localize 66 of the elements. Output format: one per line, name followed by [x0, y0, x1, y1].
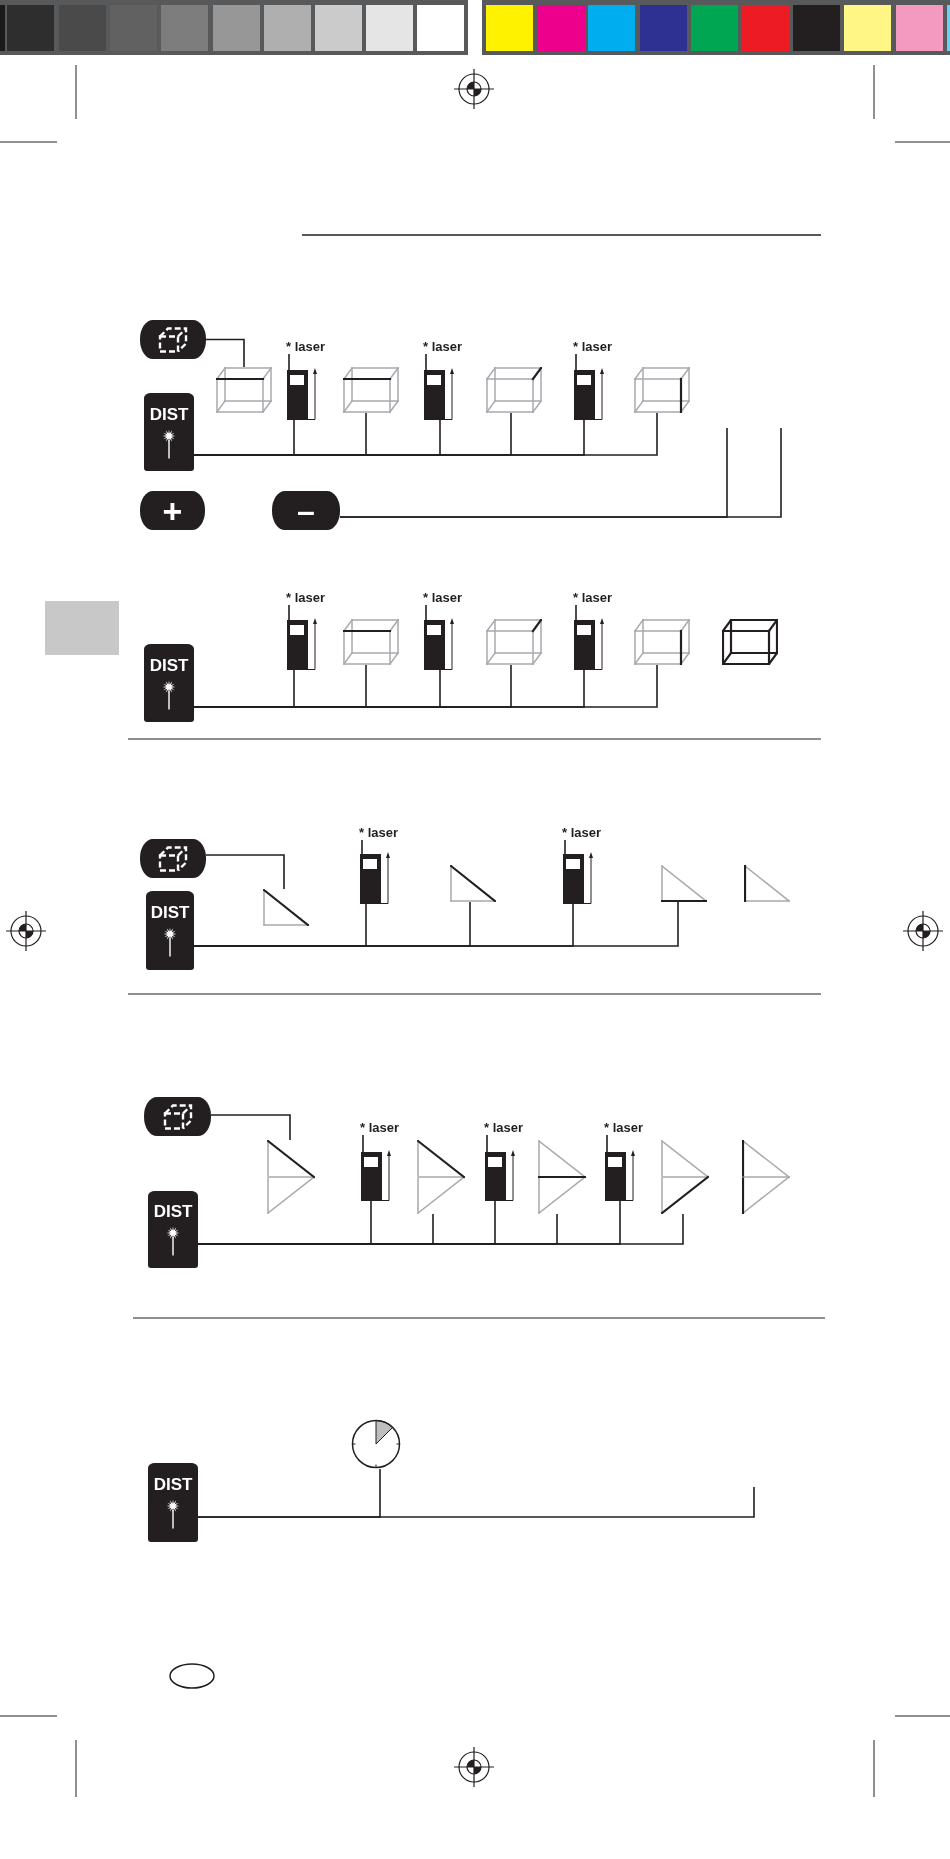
- leader-line: [575, 353, 577, 371]
- keypad-button: [144, 1097, 211, 1136]
- leader-line: [425, 353, 427, 371]
- device-with-arrow-icon: [287, 368, 318, 420]
- triangle-icon: [661, 865, 707, 902]
- laser-label: * laser: [604, 1120, 644, 1135]
- leader-line: [606, 1134, 608, 1153]
- wireframe-cube-icon: [486, 367, 542, 413]
- triangle-pair-icon: [538, 1140, 586, 1214]
- triangle-pair-icon: [661, 1140, 709, 1214]
- leader-line: [361, 839, 363, 855]
- keypad-button: +: [140, 491, 205, 530]
- laser-label: * laser: [359, 825, 399, 840]
- keypad-button: DIST: [148, 1463, 198, 1542]
- laser-label: * laser: [423, 339, 463, 354]
- wireframe-cube-icon: [486, 619, 542, 665]
- wireframe-cube-icon: [343, 619, 399, 665]
- laser-label: * laser: [286, 590, 326, 605]
- device-with-arrow-icon: [563, 852, 594, 904]
- wireframe-cube-icon: [216, 367, 272, 413]
- laser-label: * laser: [573, 339, 613, 354]
- connector-line: [197, 1486, 755, 1518]
- device-with-arrow-icon: [360, 852, 391, 904]
- wireframe-cube-icon: [343, 367, 399, 413]
- triangle-pair-icon: [417, 1140, 465, 1214]
- connector-line: [210, 1114, 291, 1141]
- triangle-pair-icon: [742, 1140, 790, 1214]
- laser-label: * laser: [286, 339, 326, 354]
- side-tab: [45, 601, 119, 655]
- leader-line: [575, 604, 577, 621]
- keypad-button: [140, 839, 206, 878]
- laser-label: * laser: [360, 1120, 400, 1135]
- leader-line: [288, 353, 290, 371]
- triangle-icon: [263, 889, 309, 926]
- device-with-arrow-icon: [574, 368, 605, 420]
- laser-label: * laser: [573, 590, 613, 605]
- connector-line: [205, 338, 245, 368]
- laser-label: * laser: [423, 590, 463, 605]
- wireframe-cube-icon: [634, 619, 690, 665]
- leader-line: [362, 1134, 364, 1153]
- leader-line: [564, 839, 566, 855]
- connector-line: [205, 854, 285, 890]
- triangle-pair-icon: [267, 1140, 315, 1214]
- laser-label: * laser: [484, 1120, 524, 1135]
- keypad-button: DIST: [144, 644, 194, 722]
- device-with-arrow-icon: [287, 618, 318, 670]
- device-with-arrow-icon: [424, 618, 455, 670]
- keypad-button: [140, 320, 206, 359]
- triangle-icon: [744, 865, 790, 902]
- keypad-button: DIST: [146, 891, 194, 970]
- device-with-arrow-icon: [361, 1150, 392, 1201]
- device-with-arrow-icon: [424, 368, 455, 420]
- device-with-arrow-icon: [574, 618, 605, 670]
- wireframe-cube-icon: [634, 367, 690, 413]
- device-with-arrow-icon: [605, 1150, 636, 1201]
- leader-line: [288, 604, 290, 621]
- device-with-arrow-icon: [485, 1150, 516, 1201]
- leader-line: [486, 1134, 488, 1153]
- triangle-icon: [450, 865, 496, 902]
- laser-label: * laser: [562, 825, 602, 840]
- wireframe-cube-icon: [722, 619, 778, 665]
- leader-line: [425, 604, 427, 621]
- keypad-button: –: [272, 491, 340, 530]
- keypad-button: DIST: [144, 393, 194, 471]
- keypad-button: DIST: [148, 1191, 198, 1268]
- timer-icon: [351, 1419, 401, 1469]
